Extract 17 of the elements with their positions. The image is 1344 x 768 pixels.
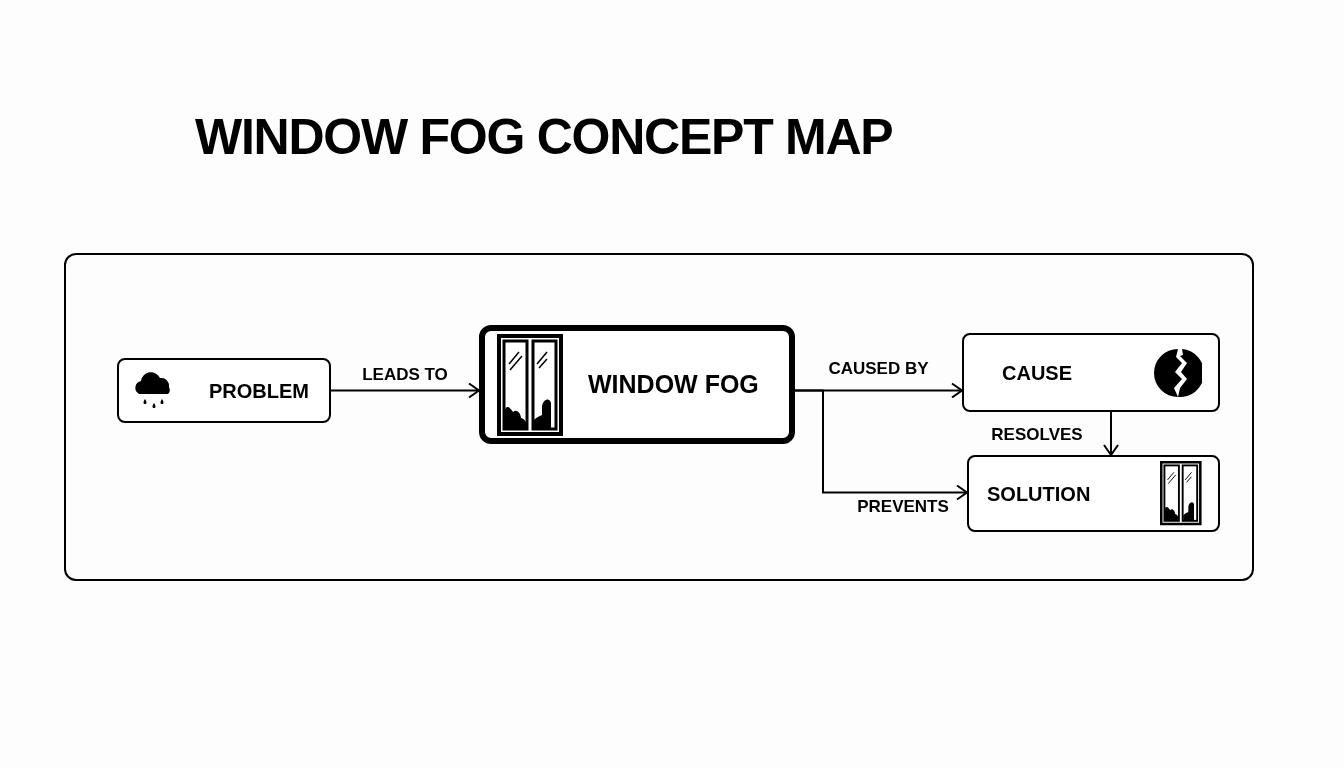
arrow: [330, 382, 480, 399]
frame-box: [64, 253, 1254, 581]
edge-label: LEADS TO: [360, 365, 450, 382]
edge-label: CAUSED BY: [826, 359, 931, 377]
arrow: [1103, 411, 1119, 456]
concept-box: [479, 325, 795, 444]
concept-box: [967, 455, 1220, 532]
node-label: SOLUTION: [987, 481, 1091, 507]
node-label: WINDOW FOG: [588, 368, 759, 400]
title: WINDOW FOG CONCEPT MAP: [195, 112, 893, 162]
concept-box: [962, 333, 1220, 412]
node-label: CAUSE: [1002, 360, 1072, 386]
concept-box: [117, 358, 331, 423]
edge-label: RESOLVES: [989, 425, 1085, 442]
arrow: [794, 389, 968, 501]
edge-label: PREVENTS: [855, 497, 951, 514]
node-label: PROBLEM: [209, 378, 309, 404]
